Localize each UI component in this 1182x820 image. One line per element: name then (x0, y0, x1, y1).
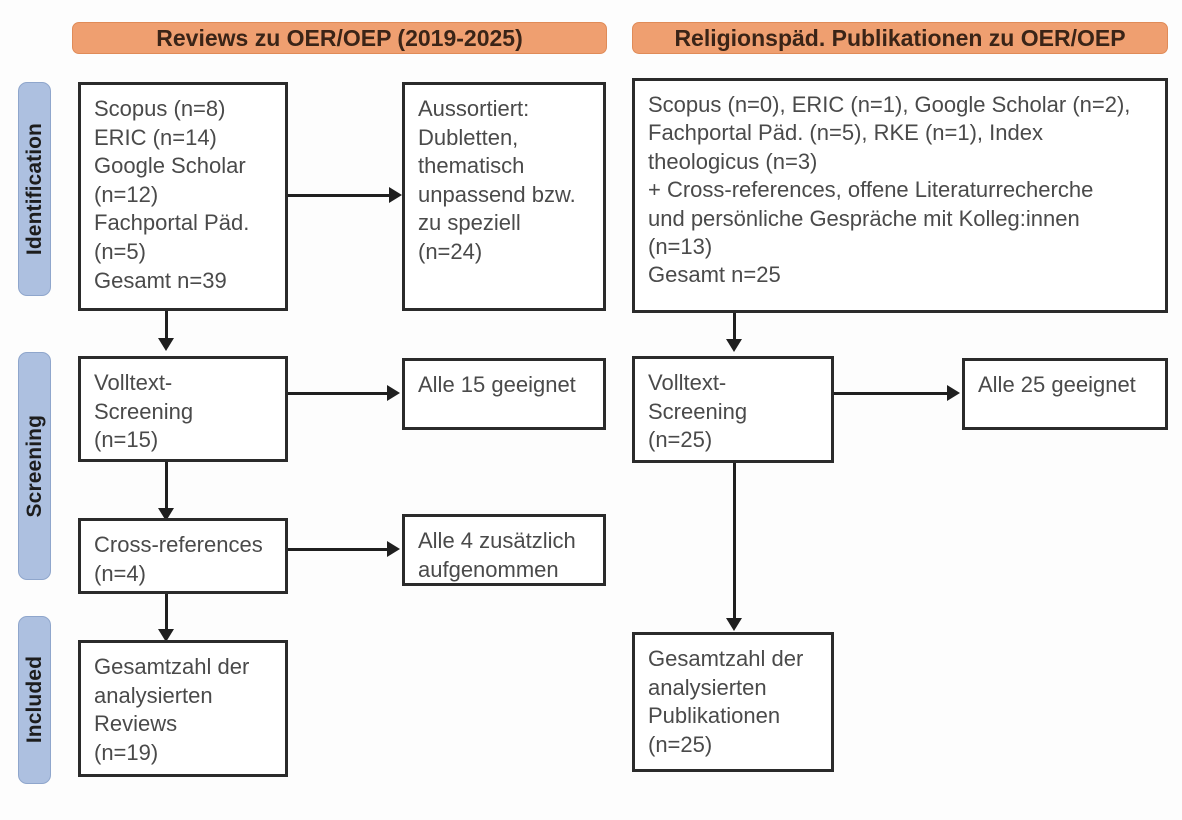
box-left-sources: Scopus (n=8) ERIC (n=14) Google Scholar … (78, 82, 288, 311)
phase-badge-included: Included (18, 616, 51, 784)
connector-left-sources-to-excluded (288, 194, 390, 197)
arrowhead-left-sources-to-screening (158, 338, 174, 351)
phase-label-identification: Identification (22, 122, 46, 256)
connector-right-screening-to-result (834, 392, 948, 395)
box-left-screening-result: Alle 15 geeignet (402, 358, 606, 430)
arrowhead-right-screening-to-result (947, 385, 960, 401)
arrowhead-left-screening-to-result (387, 385, 400, 401)
arrowhead-right-sources-to-screening (726, 339, 742, 352)
box-left-excluded: Aussortiert: Dubletten, thematisch unpas… (402, 82, 606, 311)
phase-badge-screening: Screening (18, 352, 51, 580)
arrowhead-left-sources-to-excluded (389, 187, 402, 203)
box-right-volltext-screening: Volltext- Screening (n=25) (632, 356, 834, 463)
connector-left-screening-to-result (288, 392, 388, 395)
box-right-screening-result: Alle 25 geeignet (962, 358, 1168, 430)
phase-label-screening: Screening (22, 414, 46, 518)
phase-badge-identification: Identification (18, 82, 51, 296)
phase-label-included: Included (22, 656, 46, 744)
connector-right-sources-to-screening (733, 313, 736, 343)
connector-right-screening-to-included (733, 463, 736, 620)
box-left-crossrefs-result: Alle 4 zusätzlich aufgenommen (402, 514, 606, 586)
box-left-volltext-screening: Volltext- Screening (n=15) (78, 356, 288, 462)
connector-left-screening-to-crossrefs (165, 462, 168, 511)
box-right-sources: Scopus (n=0), ERIC (n=1), Google Scholar… (632, 78, 1168, 313)
arrowhead-right-screening-to-included (726, 618, 742, 631)
box-left-included-total: Gesamtzahl der analysierten Reviews (n=1… (78, 640, 288, 777)
connector-left-crossrefs-to-result (288, 548, 388, 551)
arrowhead-left-crossrefs-to-included (158, 629, 174, 642)
column-header-reviews: Reviews zu OER/OEP (2019-2025) (72, 22, 607, 54)
box-right-included-total: Gesamtzahl der analysierten Publikatione… (632, 632, 834, 772)
connector-left-sources-to-screening (165, 311, 168, 342)
box-left-crossreferences: Cross-references (n=4) (78, 518, 288, 594)
arrowhead-left-screening-to-crossrefs (158, 508, 174, 521)
connector-left-crossrefs-to-included (165, 594, 168, 632)
column-header-religionspaed: Religionspäd. Publikationen zu OER/OEP (632, 22, 1168, 54)
arrowhead-left-crossrefs-to-result (387, 541, 400, 557)
